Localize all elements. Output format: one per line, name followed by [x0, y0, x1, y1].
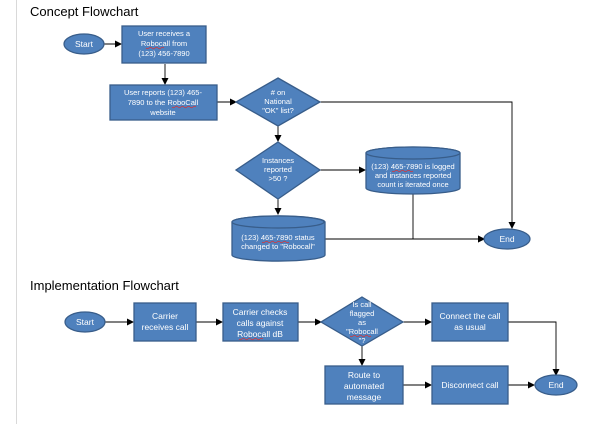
- logged-line-2: and instances reported: [375, 171, 451, 180]
- status-line-1: (123) 465-7890 status: [241, 233, 315, 242]
- carrier-receives-line-1: Carrier: [152, 311, 178, 321]
- concept-connectors: [104, 40, 516, 243]
- report-line-2: 7890 to the RoboCall: [128, 98, 199, 107]
- concept-instances-decision: Instances reported >50 ?: [234, 141, 322, 200]
- flagged-line-5: "?: [359, 336, 366, 345]
- conn-oklist-end: [320, 101, 516, 229]
- spellcheck-squiggle: [238, 337, 264, 341]
- receive-line-2: Robocall from: [141, 39, 187, 48]
- flagged-line-4: "Robocall: [346, 327, 378, 336]
- flagged-line-3: as: [358, 318, 366, 327]
- impl-start-node: Start: [64, 311, 106, 333]
- route-line-1: Route to: [348, 370, 380, 380]
- status-line-2: changed to "Robocall": [241, 242, 315, 251]
- route-line-2: automated: [344, 381, 384, 391]
- disconnect-label: Disconnect call: [441, 380, 498, 390]
- concept-start-node: Start: [63, 33, 105, 55]
- instances-line-1: Instances: [262, 156, 294, 165]
- flagged-line-1: Is call: [352, 300, 372, 309]
- connect-line-1: Connect the call: [440, 311, 501, 321]
- concept-flowchart-title: Concept Flowchart: [30, 4, 139, 19]
- spellcheck-squiggle: [171, 105, 197, 109]
- concept-report-node: User reports (123) 465- 7890 to the Robo…: [109, 84, 218, 121]
- instances-line-2: reported: [264, 165, 292, 174]
- receive-line-1: User receives a: [138, 29, 191, 38]
- concept-end-label: End: [499, 234, 514, 244]
- logged-line-1: (123) 465-7890 is logged: [371, 162, 454, 171]
- impl-connect-node: Connect the call as usual: [431, 302, 509, 342]
- impl-start-label: Start: [76, 317, 95, 327]
- concept-end-node: End: [483, 228, 531, 250]
- connect-line-2: as usual: [454, 322, 486, 332]
- concept-status-database: (123) 465-7890 status changed to "Roboca…: [231, 215, 326, 262]
- impl-carrier-receives-node: Carrier receives call: [133, 302, 197, 342]
- report-line-1: User reports (123) 465-: [124, 88, 202, 97]
- spellcheck-squiggle: [145, 46, 165, 50]
- impl-flagged-decision: Is call flagged as "Robocall "?: [319, 296, 405, 347]
- conn-connect-end: [508, 321, 560, 376]
- implementation-connectors: [105, 318, 560, 389]
- logged-line-3: count is iterated once: [377, 180, 448, 189]
- flagged-line-2: flagged: [350, 309, 375, 318]
- impl-end-label: End: [548, 380, 563, 390]
- receive-line-3: (123) 456-7890: [138, 49, 189, 58]
- carrier-checks-line-2: calls against: [237, 318, 284, 328]
- carrier-receives-line-2: receives call: [142, 322, 189, 332]
- concept-receive-node: User receives a Robocall from (123) 456-…: [121, 25, 207, 64]
- oklist-line-1: # on: [271, 88, 286, 97]
- carrier-checks-line-3: Robocall dB: [237, 329, 283, 339]
- oklist-line-2: National: [264, 97, 292, 106]
- impl-route-node: Route to automated message: [324, 365, 404, 405]
- instances-line-3: >50 ?: [269, 174, 288, 183]
- concept-oklist-decision: # on National "OK" list?: [234, 77, 322, 127]
- page-border: [16, 0, 17, 424]
- concept-logged-database: (123) 465-7890 is logged and instances r…: [365, 146, 461, 195]
- report-line-3: website: [149, 108, 175, 117]
- spellcheck-squiggle: [349, 334, 372, 338]
- concept-start-label: Start: [75, 39, 94, 49]
- oklist-line-3: "OK" list?: [262, 106, 294, 115]
- spellcheck-squiggle: [261, 240, 290, 244]
- impl-disconnect-node: Disconnect call: [431, 365, 509, 405]
- route-line-3: message: [347, 392, 382, 402]
- impl-carrier-checks-node: Carrier checks calls against Robocall dB: [222, 302, 299, 342]
- carrier-checks-line-1: Carrier checks: [233, 307, 288, 317]
- conn-logged-end: [412, 194, 485, 243]
- implementation-flowchart-title: Implementation Flowchart: [30, 278, 179, 293]
- impl-end-node: End: [534, 374, 578, 396]
- spellcheck-squiggle: [391, 169, 414, 173]
